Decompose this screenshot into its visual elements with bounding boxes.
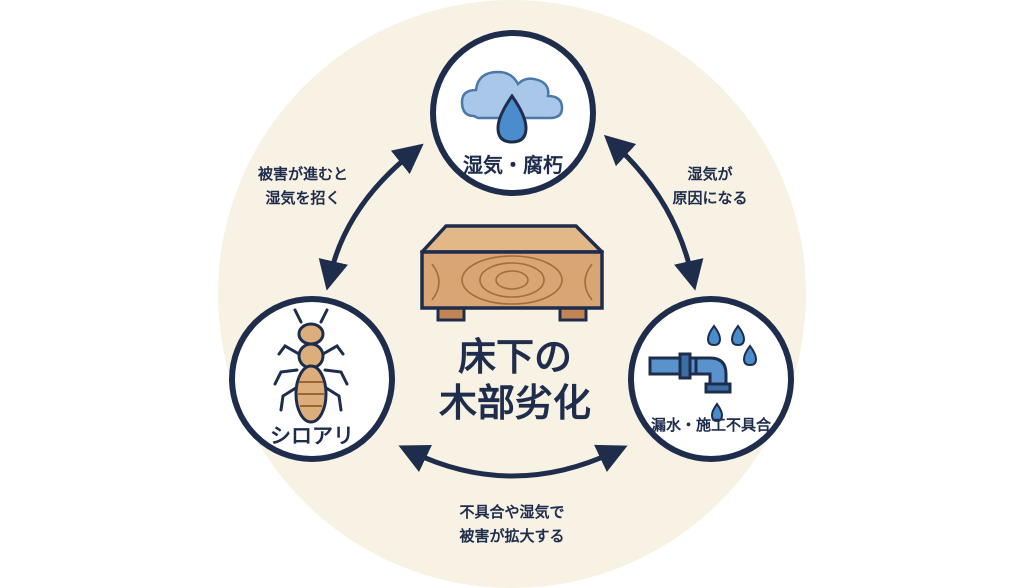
cycle-diagram: 湿気・腐朽 シロアリ bbox=[218, 0, 806, 588]
edge-label-top-left-line1: 被害が進むと bbox=[257, 165, 348, 183]
edge-label-bottom: 不具合や湿気で 被害が拡大する bbox=[432, 500, 592, 548]
edge-label-top-left-line2: 湿気を招く bbox=[265, 189, 341, 207]
center-title: 床下の 木部劣化 bbox=[420, 334, 610, 426]
leaking-pipe-icon bbox=[648, 324, 758, 423]
node-label-right: 漏水・施工不具合 bbox=[650, 416, 771, 434]
edge-label-top-left: 被害が進むと 湿気を招く bbox=[238, 162, 368, 210]
node-leak: 漏水・施工不具合 bbox=[628, 296, 794, 462]
edge-label-bottom-line2: 被害が拡大する bbox=[459, 527, 565, 545]
arrow-top-left bbox=[318, 143, 424, 291]
edge-label-top-right: 湿気が 原因になる bbox=[660, 162, 760, 210]
edge-label-top-right-line2: 原因になる bbox=[672, 189, 748, 207]
arrow-top-right bbox=[603, 134, 704, 291]
edge-label-bottom-line1: 不具合や湿気で bbox=[459, 503, 565, 521]
center-title-line1: 床下の bbox=[457, 335, 572, 379]
node-termite: シロアリ bbox=[229, 296, 395, 462]
termite-icon bbox=[273, 308, 349, 424]
center-title-line2: 木部劣化 bbox=[438, 381, 591, 425]
node-moisture-rot: 湿気・腐朽 bbox=[430, 30, 596, 196]
rain-cloud-icon bbox=[460, 70, 564, 144]
wood-block-icon bbox=[420, 224, 604, 322]
arrow-bottom bbox=[398, 444, 628, 479]
edge-label-top-right-line1: 湿気が bbox=[687, 165, 733, 183]
cycle-arrows bbox=[318, 134, 704, 479]
node-label-top: 湿気・腐朽 bbox=[463, 153, 563, 177]
node-label-left: シロアリ bbox=[270, 424, 354, 448]
